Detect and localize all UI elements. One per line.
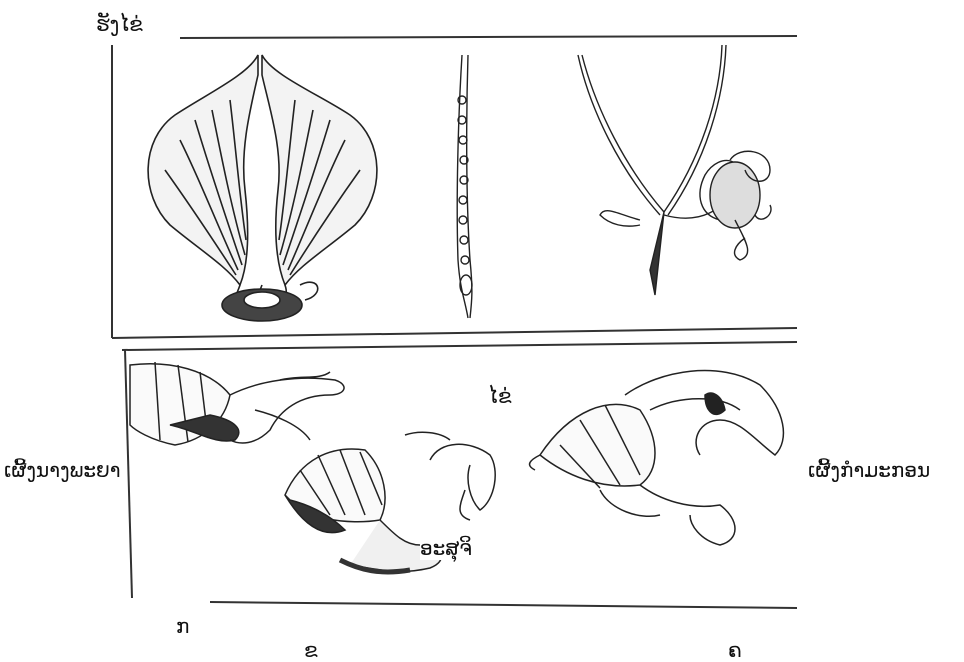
panel-b-label: ຂ [304,638,318,662]
drone-abdomen-drawing [530,371,784,545]
ovary-label: ຮັງໄຂ່ [96,12,143,36]
sperm-label: ອະສຸຈິ [420,536,472,560]
panel-a-label: ກ [176,614,189,638]
egg-label: ໄຂ່ [488,384,512,408]
panel-c-label: ຄ [728,638,742,662]
sting-apparatus-drawing [578,45,771,295]
queen-abdomen-drawing [130,362,344,445]
bottom-panel-frame [122,342,797,608]
worker-bee-label: ເຜີ້ງກຳມະກອນ [808,458,930,482]
queen-bee-label: ເຜີ້ງນາງພະຍາ [4,458,121,482]
segmented-tube-drawing [457,55,472,318]
ovary-drawing [148,55,377,321]
